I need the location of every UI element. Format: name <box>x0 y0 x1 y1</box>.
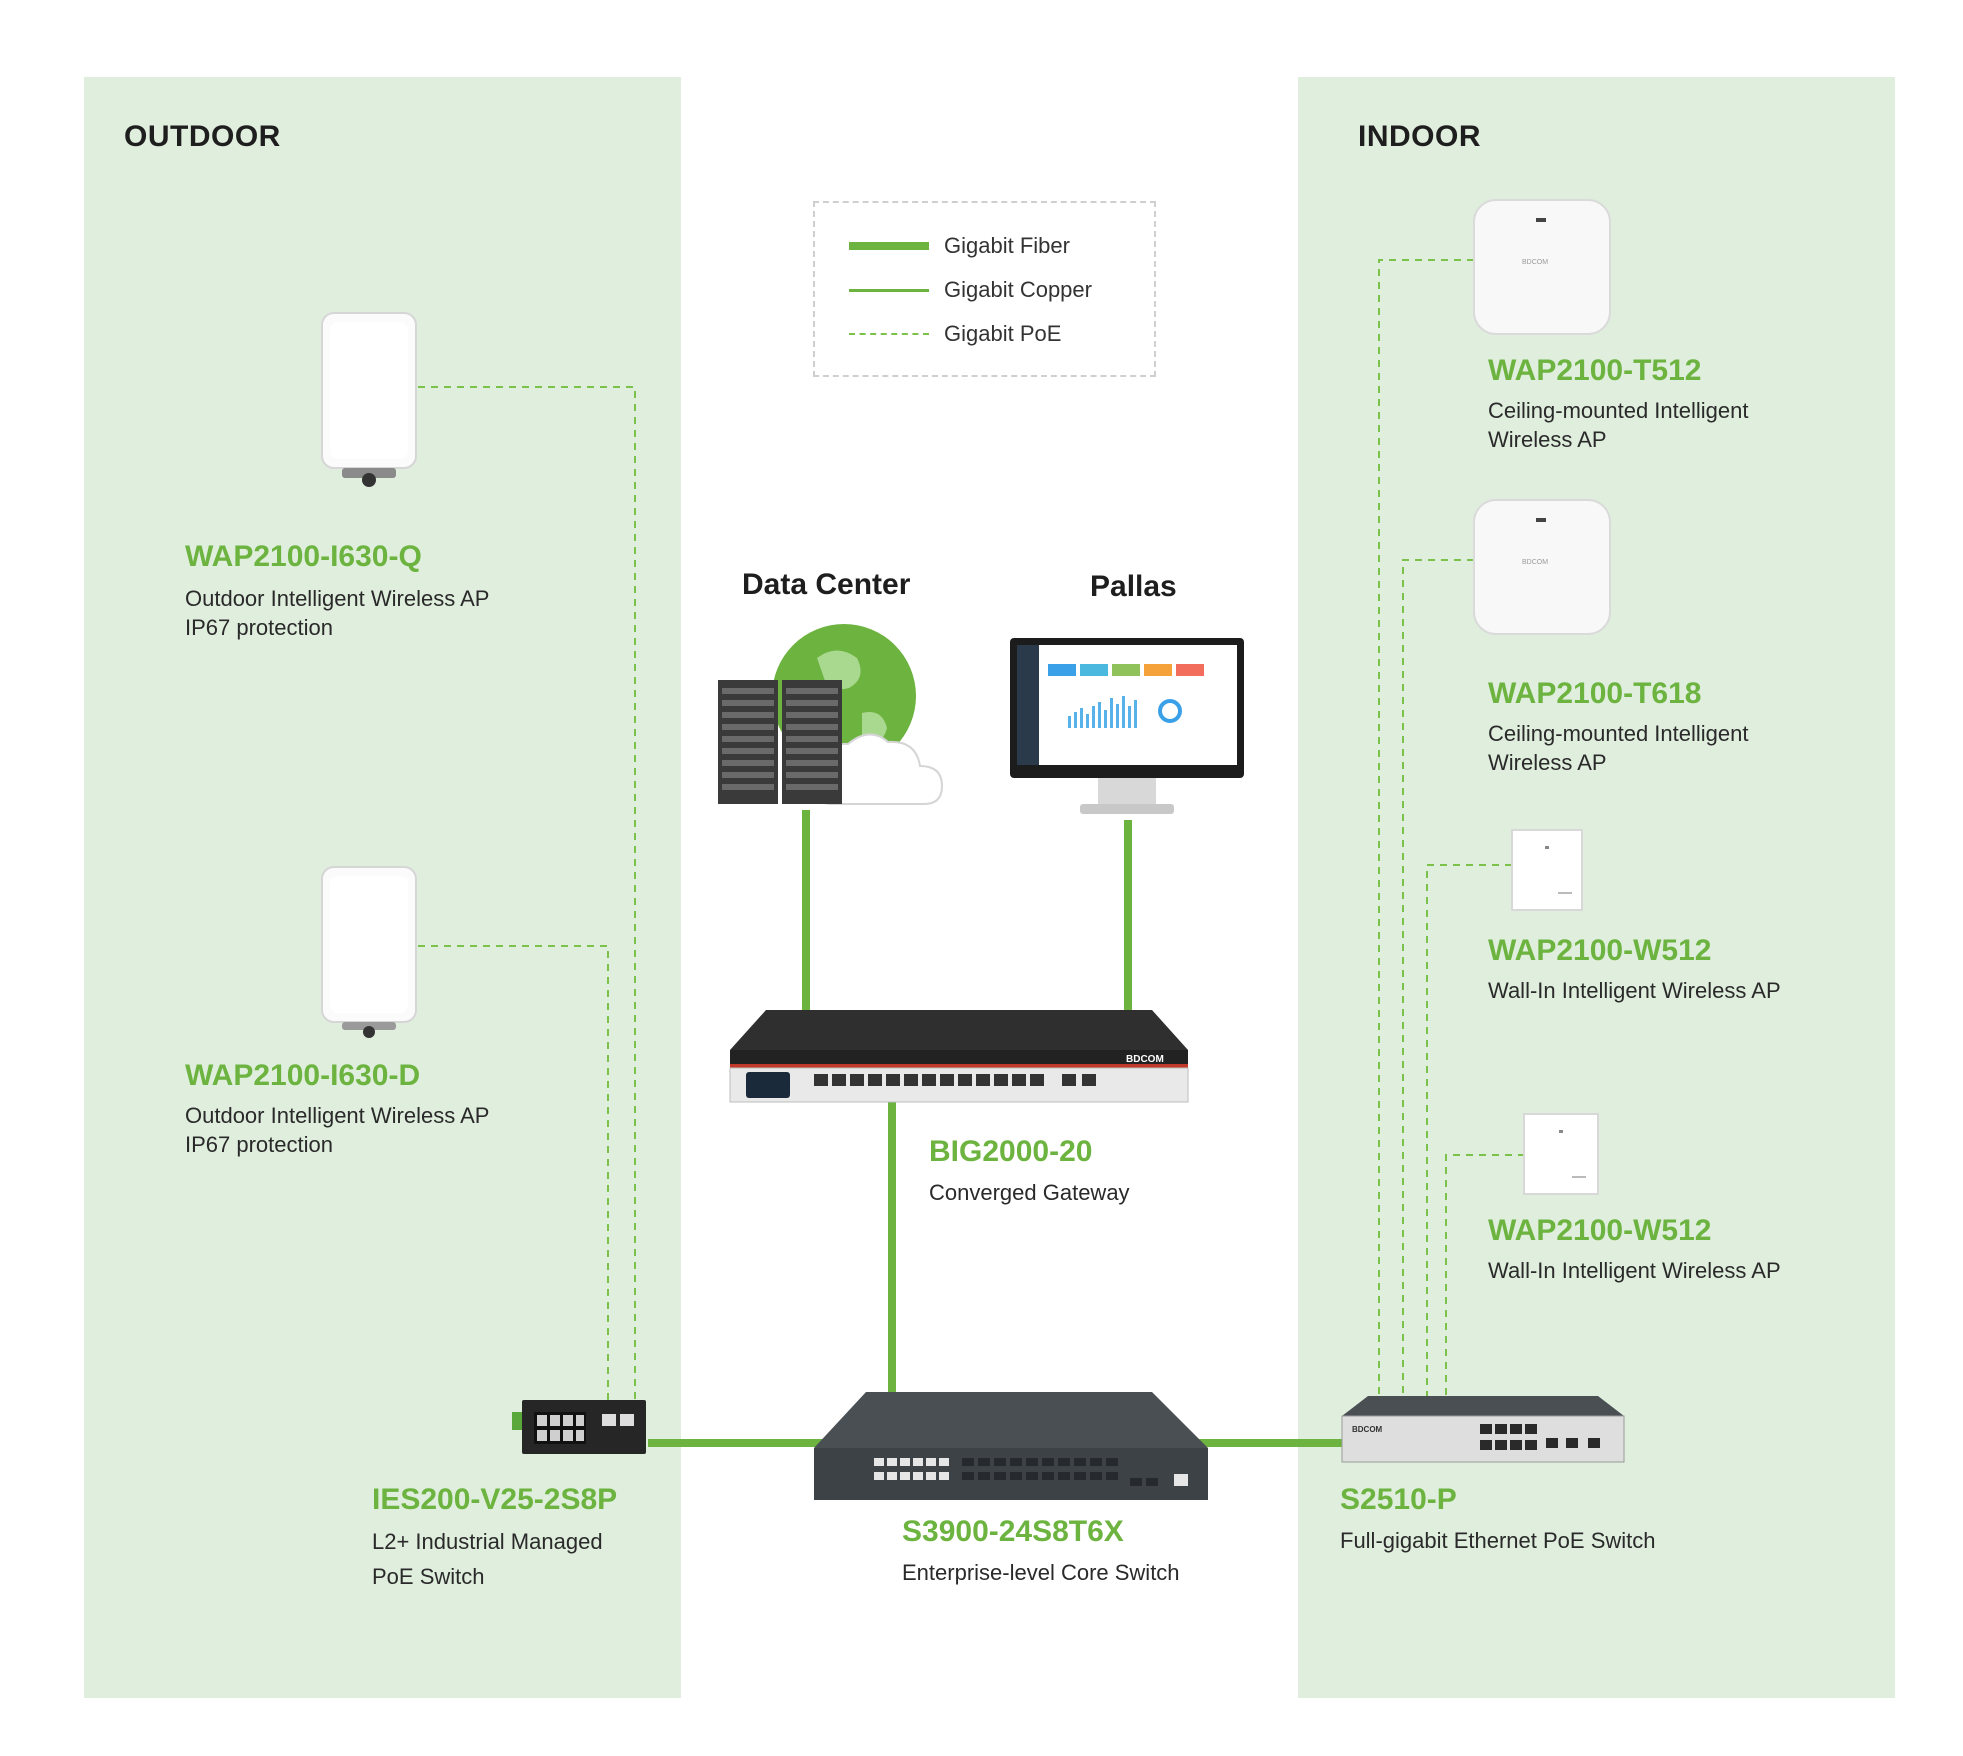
t512-brand-logo: BDCOM <box>1522 259 1548 266</box>
data-center-image <box>718 624 944 805</box>
indoor-ap-w512b-image <box>1523 1113 1599 1195</box>
poe-i630d <box>418 945 609 1408</box>
indoor-ap-w512a-name: WAP2100-W512 <box>1488 934 1712 967</box>
gateway-brand-logo: BDCOM <box>1126 1054 1164 1065</box>
legend-fiber-label: Gigabit Fiber <box>944 233 1070 258</box>
industrial-switch-desc: L2+ Industrial Managed PoE Switch <box>372 1524 603 1594</box>
legend-poe-label: Gigabit PoE <box>944 321 1062 346</box>
industrial-switch-desc-1: L2+ Industrial Managed <box>372 1529 603 1554</box>
outdoor-title: OUTDOOR <box>124 120 281 153</box>
core-switch-image <box>814 1392 1208 1500</box>
outdoor-ap-d-desc-2: IP67 protection <box>185 1132 333 1157</box>
core-switch-name: S3900-24S8T6X <box>902 1515 1124 1548</box>
indoor-ap-w512a-desc: Wall-In Intelligent Wireless AP <box>1488 978 1781 1003</box>
legend: Gigabit Fiber Gigabit Copper Gigabit PoE <box>813 201 1156 377</box>
outdoor-ap-q-image <box>321 312 417 487</box>
industrial-switch-desc-2: PoE Switch <box>372 1564 485 1589</box>
indoor-ap-t512-desc: Ceiling-mounted Intelligent Wireless AP <box>1488 396 1749 454</box>
t618-brand-logo: BDCOM <box>1522 559 1548 566</box>
legend-copper-label: Gigabit Copper <box>944 277 1092 302</box>
gateway-image: BDCOM <box>729 1010 1189 1103</box>
legend-copper: Gigabit Copper <box>849 275 1139 305</box>
indoor-ap-t618-image: BDCOM <box>1473 499 1611 635</box>
indoor-ap-w512b-desc: Wall-In Intelligent Wireless AP <box>1488 1258 1781 1283</box>
poe-switch-brand-logo: BDCOM <box>1352 1425 1383 1434</box>
poe-w512-b <box>1445 1154 1525 1402</box>
outdoor-ap-q-name: WAP2100-I630-Q <box>185 540 422 573</box>
poe-t618 <box>1402 559 1474 1402</box>
outdoor-ap-q-desc-1: Outdoor Intelligent Wireless AP <box>185 586 490 611</box>
legend-poe-line <box>849 333 929 335</box>
gateway-name: BIG2000-20 <box>929 1135 1093 1168</box>
indoor-title: INDOOR <box>1358 120 1481 153</box>
indoor-ap-t512-desc-1: Ceiling-mounted Intelligent <box>1488 398 1749 423</box>
poe-t512 <box>1378 259 1474 1402</box>
data-center-label: Data Center <box>742 568 911 601</box>
legend-fiber-line <box>849 242 929 250</box>
indoor-ap-w512b-name: WAP2100-W512 <box>1488 1214 1712 1247</box>
industrial-switch-image <box>512 1400 646 1454</box>
poe-w512-a <box>1426 864 1512 1402</box>
pallas-monitor-image <box>1010 638 1244 814</box>
poe-i630q <box>418 386 636 1408</box>
industrial-switch-name: IES200-V25-2S8P <box>372 1483 618 1516</box>
legend-fiber: Gigabit Fiber <box>849 231 1139 261</box>
poe-switch-image: BDCOM <box>1341 1396 1625 1463</box>
indoor-ap-t512-desc-2: Wireless AP <box>1488 427 1607 452</box>
outdoor-ap-q-desc: Outdoor Intelligent Wireless AP IP67 pro… <box>185 584 489 642</box>
indoor-ap-t512-name: WAP2100-T512 <box>1488 354 1702 387</box>
indoor-ap-w512a-image <box>1511 829 1583 911</box>
indoor-ap-t618-name: WAP2100-T618 <box>1488 677 1702 710</box>
indoor-ap-t618-desc-1: Ceiling-mounted Intelligent <box>1488 721 1749 746</box>
legend-poe: Gigabit PoE <box>849 319 1139 349</box>
outdoor-ap-d-image <box>321 866 417 1038</box>
poe-switch-desc: Full-gigabit Ethernet PoE Switch <box>1340 1528 1656 1553</box>
outdoor-ap-d-desc-1: Outdoor Intelligent Wireless AP <box>185 1103 490 1128</box>
outdoor-ap-q-desc-2: IP67 protection <box>185 615 333 640</box>
indoor-ap-t618-desc: Ceiling-mounted Intelligent Wireless AP <box>1488 719 1749 777</box>
gateway-desc: Converged Gateway <box>929 1180 1130 1205</box>
legend-copper-line <box>849 289 929 292</box>
outdoor-ap-d-desc: Outdoor Intelligent Wireless AP IP67 pro… <box>185 1101 489 1159</box>
indoor-ap-t618-desc-2: Wireless AP <box>1488 750 1607 775</box>
pallas-label: Pallas <box>1090 570 1177 603</box>
indoor-ap-t512-image: BDCOM <box>1473 199 1611 335</box>
poe-switch-name: S2510-P <box>1340 1483 1457 1516</box>
outdoor-ap-d-name: WAP2100-I630-D <box>185 1059 421 1092</box>
core-switch-desc: Enterprise-level Core Switch <box>902 1560 1180 1585</box>
